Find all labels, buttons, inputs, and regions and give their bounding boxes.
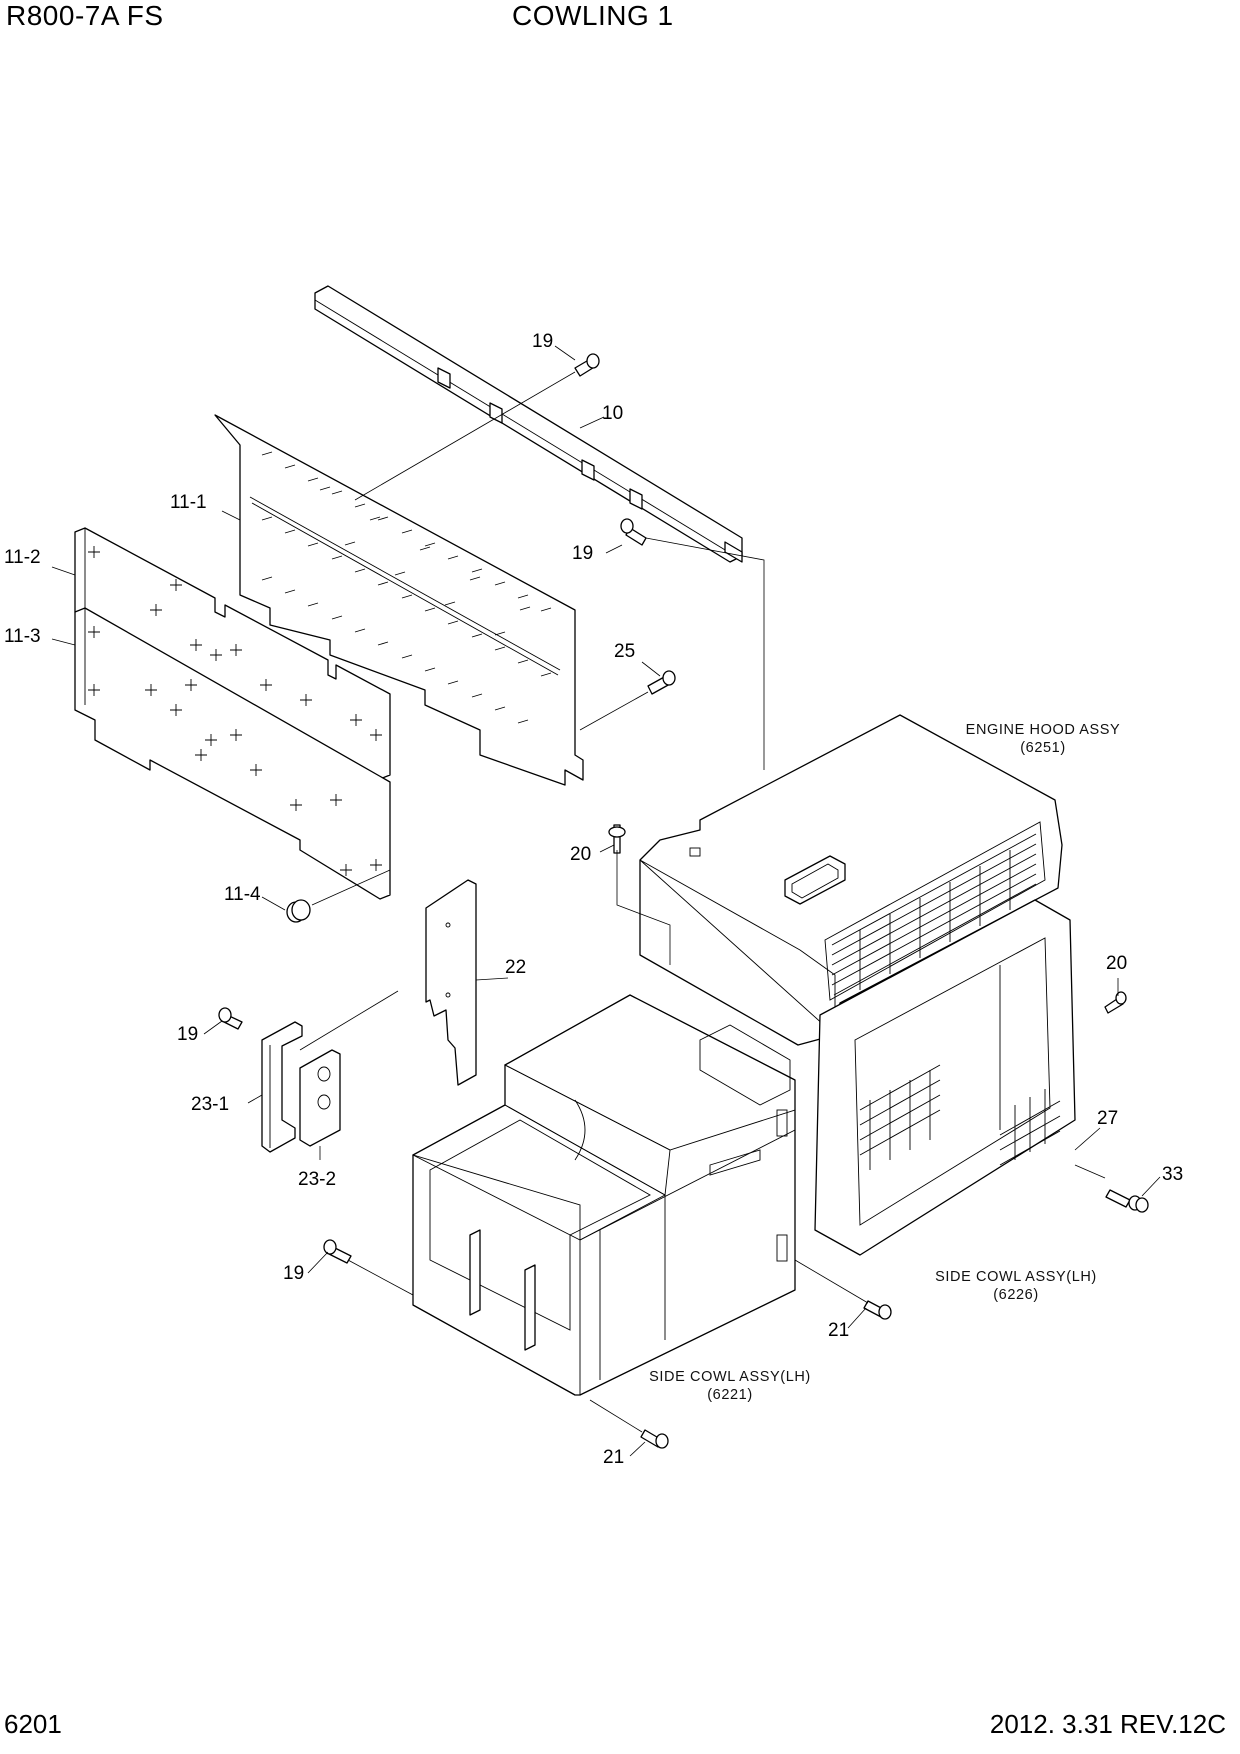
callout-10: 10 — [602, 403, 623, 424]
callout-19: 19 — [572, 543, 593, 564]
pad-crosses-11-3 — [88, 626, 382, 876]
engine-hood-assy — [639, 714, 1063, 1046]
note-side-cowl-lh-ref: (6221) — [707, 1387, 753, 1403]
callout-25: 25 — [614, 641, 635, 662]
callout-19: 19 — [283, 1263, 304, 1284]
bolt-25 — [647, 670, 676, 695]
part-10-rail — [314, 285, 743, 563]
bolt-20-right — [1104, 991, 1127, 1014]
callout-33: 33 — [1162, 1164, 1183, 1185]
leader-lines — [51, 345, 1161, 1457]
bolt-19-lower — [323, 1239, 352, 1264]
note-side-cowl-lh-ref: (6226) — [993, 1287, 1039, 1303]
bolt-20-top — [608, 824, 626, 854]
bolt-33 — [1105, 1189, 1149, 1213]
note-engine-hood-ref: (6251) — [1020, 740, 1066, 756]
bolt-19-top — [574, 353, 600, 377]
part-11-1-plate — [214, 414, 584, 786]
bolt-21-lower — [640, 1429, 669, 1449]
callout-23-2: 23-2 — [298, 1169, 336, 1190]
page-number: 6201 — [4, 1709, 62, 1739]
callout-20: 20 — [570, 844, 591, 865]
bolts — [218, 353, 1149, 1449]
page-title: COWLING 1 — [512, 0, 674, 31]
callout-27: 27 — [1097, 1108, 1118, 1129]
callout-22: 22 — [505, 957, 526, 978]
callout-11-4: 11-4 — [224, 884, 261, 905]
bolt-19-right — [620, 518, 647, 546]
part-11-3-pad — [74, 607, 391, 900]
callout-11-2: 11-2 — [4, 547, 41, 568]
hood-grille — [831, 833, 1037, 996]
callout-11-1: 11-1 — [170, 492, 207, 513]
part-22-plate — [425, 879, 477, 1086]
model-code: R800-7A FS — [6, 0, 164, 31]
rear-frame — [814, 899, 1076, 1256]
side-cowl-frame — [412, 994, 796, 1396]
note-side-cowl-lh: SIDE COWL ASSY(LH) — [649, 1369, 811, 1385]
part-11-4-plug — [286, 899, 311, 923]
callout-20: 20 — [1106, 953, 1127, 974]
note-side-cowl-lh: SIDE COWL ASSY(LH) — [935, 1269, 1097, 1285]
bolt-19-left — [218, 1007, 243, 1030]
pad-crosses-11-2 — [88, 546, 382, 741]
callout-21: 21 — [603, 1447, 624, 1468]
callout-19: 19 — [532, 331, 553, 352]
bolt-21-right — [863, 1300, 892, 1320]
note-engine-hood: ENGINE HOOD ASSY — [966, 722, 1121, 738]
revision-date: 2012. 3.31 REV.12C — [989, 1709, 1226, 1739]
slot-pattern — [261, 451, 552, 724]
callout-19: 19 — [177, 1024, 198, 1045]
callout-21: 21 — [828, 1320, 849, 1341]
part-23-2-spacer — [299, 1049, 341, 1147]
part-23-1-bracket — [261, 1021, 303, 1153]
callout-23-1: 23-1 — [191, 1094, 229, 1115]
mesh-pattern — [859, 1064, 1061, 1170]
callout-11-3: 11-3 — [4, 626, 41, 647]
